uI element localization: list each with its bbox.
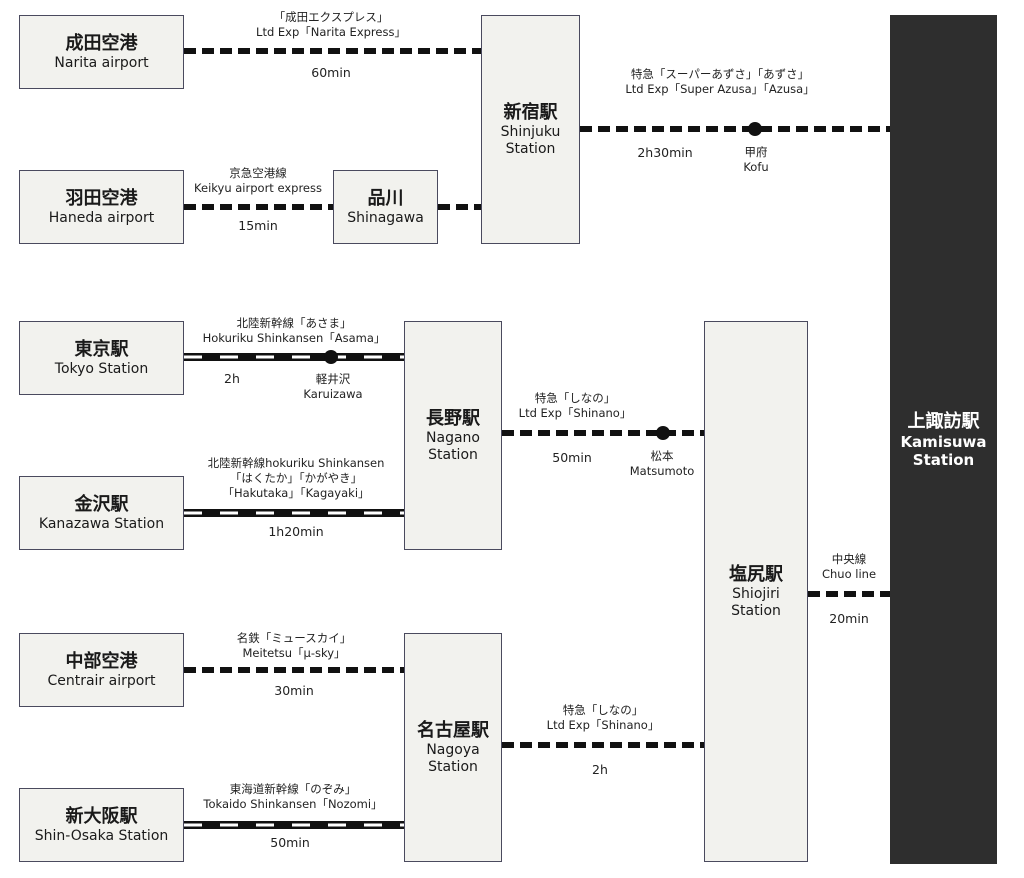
route-shinjuku-kamisuwa-line2: Ltd Exp「Super Azusa」「Azusa」 xyxy=(625,82,815,96)
station-nagano-en1: Nagano xyxy=(426,429,480,446)
station-shinagawa-jp: 品川 xyxy=(367,187,404,209)
route-haneda-shinagawa-line1: 京急空港線 xyxy=(229,166,287,180)
stop-matsumoto-dot xyxy=(656,426,670,440)
route-shinjuku-kamisuwa-line1: 特急「スーパーあずさ」「あずさ」 xyxy=(630,67,810,81)
station-shinjuku-en2: Station xyxy=(505,140,556,157)
route-shiojiri-kamisuwa-time: 20min xyxy=(829,611,869,626)
station-narita-en: Narita airport xyxy=(54,54,149,71)
station-shiojiri-en1: Shiojiri xyxy=(732,585,780,602)
route-centrair-nagoya-line1: 名鉄「ミュースカイ」 xyxy=(236,631,352,645)
stop-karuizawa-dot xyxy=(324,350,338,364)
station-centrair-jp: 中部空港 xyxy=(65,650,138,672)
station-tokyo-jp: 東京駅 xyxy=(74,338,129,360)
route-haneda-shinagawa-line2: Keikyu airport express xyxy=(194,181,322,195)
station-haneda-en: Haneda airport xyxy=(48,209,155,226)
route-nagoya-shiojiri-line1: 特急「しなの」 xyxy=(562,703,644,717)
station-nagano-en2: Station xyxy=(428,446,478,463)
station-kanazawa-jp: 金沢駅 xyxy=(74,493,129,515)
stop-kofu-jp: 甲府 xyxy=(744,145,768,159)
station-narita-jp: 成田空港 xyxy=(65,32,138,54)
station-shinjuku-jp: 新宿駅 xyxy=(503,101,558,123)
stop-matsumoto-en: Matsumoto xyxy=(629,464,695,478)
station-centrair-en: Centrair airport xyxy=(47,672,156,689)
station-nagoya-en2: Station xyxy=(428,758,478,775)
station-shinosaka-en: Shin-Osaka Station xyxy=(34,827,169,844)
station-nagano: 長野駅 Nagano Station xyxy=(404,321,502,550)
station-centrair: 中部空港 Centrair airport xyxy=(19,633,184,707)
station-haneda: 羽田空港 Haneda airport xyxy=(19,170,184,244)
station-narita: 成田空港 Narita airport xyxy=(19,15,184,89)
route-tokyo-nagano-line2: Hokuriku Shinkansen「Asama」 xyxy=(202,331,386,345)
route-centrair-nagoya-time: 30min xyxy=(274,683,314,698)
stop-karuizawa-en: Karuizawa xyxy=(303,387,363,401)
rail-nagano-shiojiri xyxy=(502,426,704,440)
stop-kofu-dot xyxy=(748,122,762,136)
station-kamisuwa-en2: Station xyxy=(912,450,975,469)
route-nagano-shiojiri-time: 50min xyxy=(552,450,592,465)
route-shiojiri-kamisuwa-line2: Chuo line xyxy=(821,567,877,581)
station-shinosaka-jp: 新大阪駅 xyxy=(65,805,138,827)
route-haneda-shinagawa-time: 15min xyxy=(238,218,278,233)
station-tokyo-en: Tokyo Station xyxy=(54,360,149,377)
route-nagano-shiojiri-line2: Ltd Exp「Shinano」 xyxy=(518,406,632,420)
station-nagano-jp: 長野駅 xyxy=(426,407,480,429)
route-shinosaka-nagoya-time: 50min xyxy=(270,835,310,850)
route-kanazawa-nagano-line1: 北陸新幹線hokuriku Shinkansen xyxy=(207,456,385,470)
rail-tokyo-nagano xyxy=(184,350,404,364)
route-centrair-nagoya-line2: Meitetsu「μ-sky」 xyxy=(242,646,346,660)
station-kamisuwa: 上諏訪駅 Kamisuwa Station xyxy=(890,15,997,864)
station-tokyo: 東京駅 Tokyo Station xyxy=(19,321,184,395)
route-shinosaka-nagoya-line2: Tokaido Shinkansen「Nozomi」 xyxy=(203,797,383,811)
route-kanazawa-nagano-time: 1h20min xyxy=(268,524,324,539)
route-nagano-shiojiri-line1: 特急「しなの」 xyxy=(534,391,616,405)
station-shiojiri: 塩尻駅 Shiojiri Station xyxy=(704,321,808,862)
route-nagoya-shiojiri-time: 2h xyxy=(592,762,608,777)
station-kamisuwa-jp: 上諏訪駅 xyxy=(907,410,980,432)
route-shiojiri-kamisuwa-line1: 中央線 xyxy=(831,552,867,566)
station-kamisuwa-en1: Kamisuwa xyxy=(900,432,987,451)
route-shinosaka-nagoya-line1: 東海道新幹線「のぞみ」 xyxy=(229,782,357,796)
route-kanazawa-nagano-line2: 「はくたか」「かがやき」 xyxy=(229,471,363,485)
station-kanazawa-en: Kanazawa Station xyxy=(38,515,165,532)
station-haneda-jp: 羽田空港 xyxy=(65,187,138,209)
station-shiojiri-en2: Station xyxy=(731,602,781,619)
route-tokyo-nagano-time: 2h xyxy=(224,371,240,386)
station-nagoya-jp: 名古屋駅 xyxy=(417,719,489,741)
route-nagoya-shiojiri-line2: Ltd Exp「Shinano」 xyxy=(546,718,660,732)
route-narita-shinjuku-line2: Ltd Exp「Narita Express」 xyxy=(256,25,406,39)
stop-matsumoto-jp: 松本 xyxy=(650,449,674,463)
station-shinagawa: 品川 Shinagawa xyxy=(333,170,438,244)
station-shinjuku-en1: Shinjuku xyxy=(500,123,561,140)
station-shinosaka: 新大阪駅 Shin-Osaka Station xyxy=(19,788,184,862)
station-kanazawa: 金沢駅 Kanazawa Station xyxy=(19,476,184,550)
station-shinjuku: 新宿駅 Shinjuku Station xyxy=(481,15,580,244)
route-tokyo-nagano-line1: 北陸新幹線「あさま」 xyxy=(236,316,352,330)
station-nagoya-en1: Nagoya xyxy=(426,741,480,758)
route-kanazawa-nagano-line3: 「Hakutaka」「Kagayaki」 xyxy=(222,486,370,500)
station-shinagawa-en: Shinagawa xyxy=(347,209,424,226)
route-narita-shinjuku-time: 60min xyxy=(311,65,351,80)
route-narita-shinjuku-line1: 「成田エクスプレス」 xyxy=(273,10,389,24)
route-shinjuku-kamisuwa-time: 2h30min xyxy=(637,145,693,160)
station-shiojiri-jp: 塩尻駅 xyxy=(729,563,783,585)
station-nagoya: 名古屋駅 Nagoya Station xyxy=(404,633,502,862)
stop-kofu-en: Kofu xyxy=(743,160,769,174)
stop-karuizawa-jp: 軽井沢 xyxy=(315,372,351,386)
rail-shinjuku-kamisuwa xyxy=(580,122,890,136)
